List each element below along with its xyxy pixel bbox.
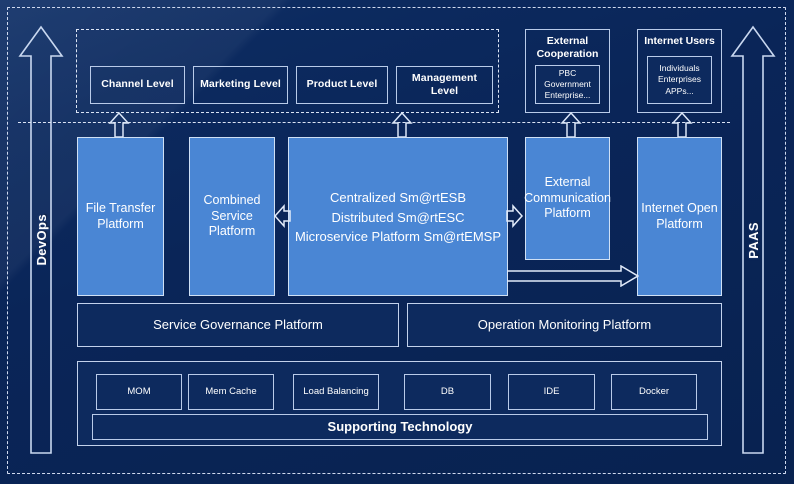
level-box-product[interactable]: Product Level bbox=[296, 66, 388, 104]
internet-users-group[interactable]: Internet Users Individuals Enterprises A… bbox=[637, 29, 722, 113]
internet-users-title: Internet Users bbox=[638, 35, 721, 48]
tech-box-mom[interactable]: MOM bbox=[96, 374, 182, 410]
devops-label: DevOps bbox=[33, 214, 49, 266]
devops-label-wrap: DevOps bbox=[18, 24, 64, 456]
paas-label: PAAS bbox=[745, 221, 761, 259]
esb-line-2: Distributed Sm@rtESC bbox=[331, 209, 465, 225]
platform-external-communication[interactable]: External Communication Platform bbox=[524, 137, 611, 260]
esb-line-3: Microservice Platform Sm@rtEMSP bbox=[294, 229, 502, 244]
tech-box-mem-cache[interactable]: Mem Cache bbox=[188, 374, 274, 410]
arrow-management-up-icon bbox=[391, 112, 413, 138]
arrow-esb-to-external-comm-icon bbox=[506, 203, 524, 229]
platform-label: Internet Open Platform bbox=[641, 200, 718, 231]
level-box-management[interactable]: Management Level bbox=[396, 66, 493, 104]
platform-combined-service[interactable]: Combined Service Platform bbox=[189, 137, 275, 296]
tech-box-ide[interactable]: IDE bbox=[508, 374, 595, 410]
tech-label: Docker bbox=[638, 386, 670, 398]
internet-users-inner-label: Individuals Enterprises APPs... bbox=[658, 63, 701, 96]
supporting-technology-footer[interactable]: Supporting Technology bbox=[92, 414, 708, 440]
arrow-channel-up-icon bbox=[108, 112, 130, 138]
governance-operation-monitoring-platform[interactable]: Operation Monitoring Platform bbox=[407, 303, 722, 347]
tech-box-load-balancing[interactable]: Load Balancing bbox=[293, 374, 379, 410]
layer-separator-dashed-line bbox=[18, 122, 730, 123]
title-line-1: External bbox=[546, 35, 589, 47]
paas-label-wrap: PAAS bbox=[730, 24, 776, 456]
external-cooperation-inner-label: PBC Government Enterprise... bbox=[544, 67, 591, 101]
title-line-2: Cooperation bbox=[536, 48, 599, 61]
outer-dashed-frame bbox=[7, 7, 786, 474]
level-box-channel[interactable]: Channel Level bbox=[90, 66, 185, 104]
level-label: Marketing Level bbox=[200, 78, 281, 91]
external-cooperation-group[interactable]: External Cooperation PBC Government Ente… bbox=[525, 29, 610, 113]
platform-internet-open[interactable]: Internet Open Platform bbox=[637, 137, 722, 296]
level-label: Product Level bbox=[306, 78, 378, 91]
governance-label: Operation Monitoring Platform bbox=[477, 316, 652, 332]
tech-label: MOM bbox=[127, 386, 151, 398]
platform-label: External Communication Platform bbox=[524, 175, 611, 221]
tech-label: IDE bbox=[543, 386, 560, 398]
level-box-marketing[interactable]: Marketing Level bbox=[193, 66, 288, 104]
title-line-1: Internet Users bbox=[644, 35, 715, 47]
devops-pillar: DevOps bbox=[18, 24, 64, 456]
arrow-internet-users-up-icon bbox=[671, 112, 693, 138]
paas-pillar: PAAS bbox=[730, 24, 776, 456]
platform-label: Combined Service Platform bbox=[203, 193, 261, 239]
governance-service-governance-platform[interactable]: Service Governance Platform bbox=[77, 303, 399, 347]
level-label: Channel Level bbox=[101, 78, 174, 91]
supporting-technology-panel: MOM Mem Cache Load Balancing DB IDE Dock… bbox=[77, 361, 722, 446]
platform-file-transfer[interactable]: File Transfer Platform bbox=[77, 137, 164, 296]
tech-label: Mem Cache bbox=[205, 386, 257, 398]
consumer-levels-region bbox=[76, 29, 499, 113]
supporting-technology-label: Supporting Technology bbox=[327, 418, 473, 434]
external-cooperation-title: External Cooperation bbox=[526, 35, 609, 61]
tech-label: DB bbox=[440, 386, 455, 398]
tech-label: Load Balancing bbox=[303, 386, 369, 398]
internet-users-inner-box: Individuals Enterprises APPs... bbox=[647, 56, 712, 104]
tech-box-db[interactable]: DB bbox=[404, 374, 491, 410]
arrow-esb-to-combined-icon bbox=[273, 203, 291, 229]
esb-line-1: Centralized Sm@rtESB bbox=[329, 190, 467, 205]
level-label: Management Level bbox=[411, 71, 478, 97]
governance-label: Service Governance Platform bbox=[153, 316, 323, 332]
arrow-external-coop-up-icon bbox=[560, 112, 582, 138]
tech-box-docker[interactable]: Docker bbox=[611, 374, 697, 410]
platform-label: File Transfer Platform bbox=[85, 200, 156, 231]
external-cooperation-inner-box: PBC Government Enterprise... bbox=[535, 65, 600, 104]
arrow-esb-to-internet-open-icon bbox=[506, 264, 640, 288]
platform-esb[interactable]: Centralized Sm@rtESB Distributed Sm@rtES… bbox=[288, 137, 508, 296]
